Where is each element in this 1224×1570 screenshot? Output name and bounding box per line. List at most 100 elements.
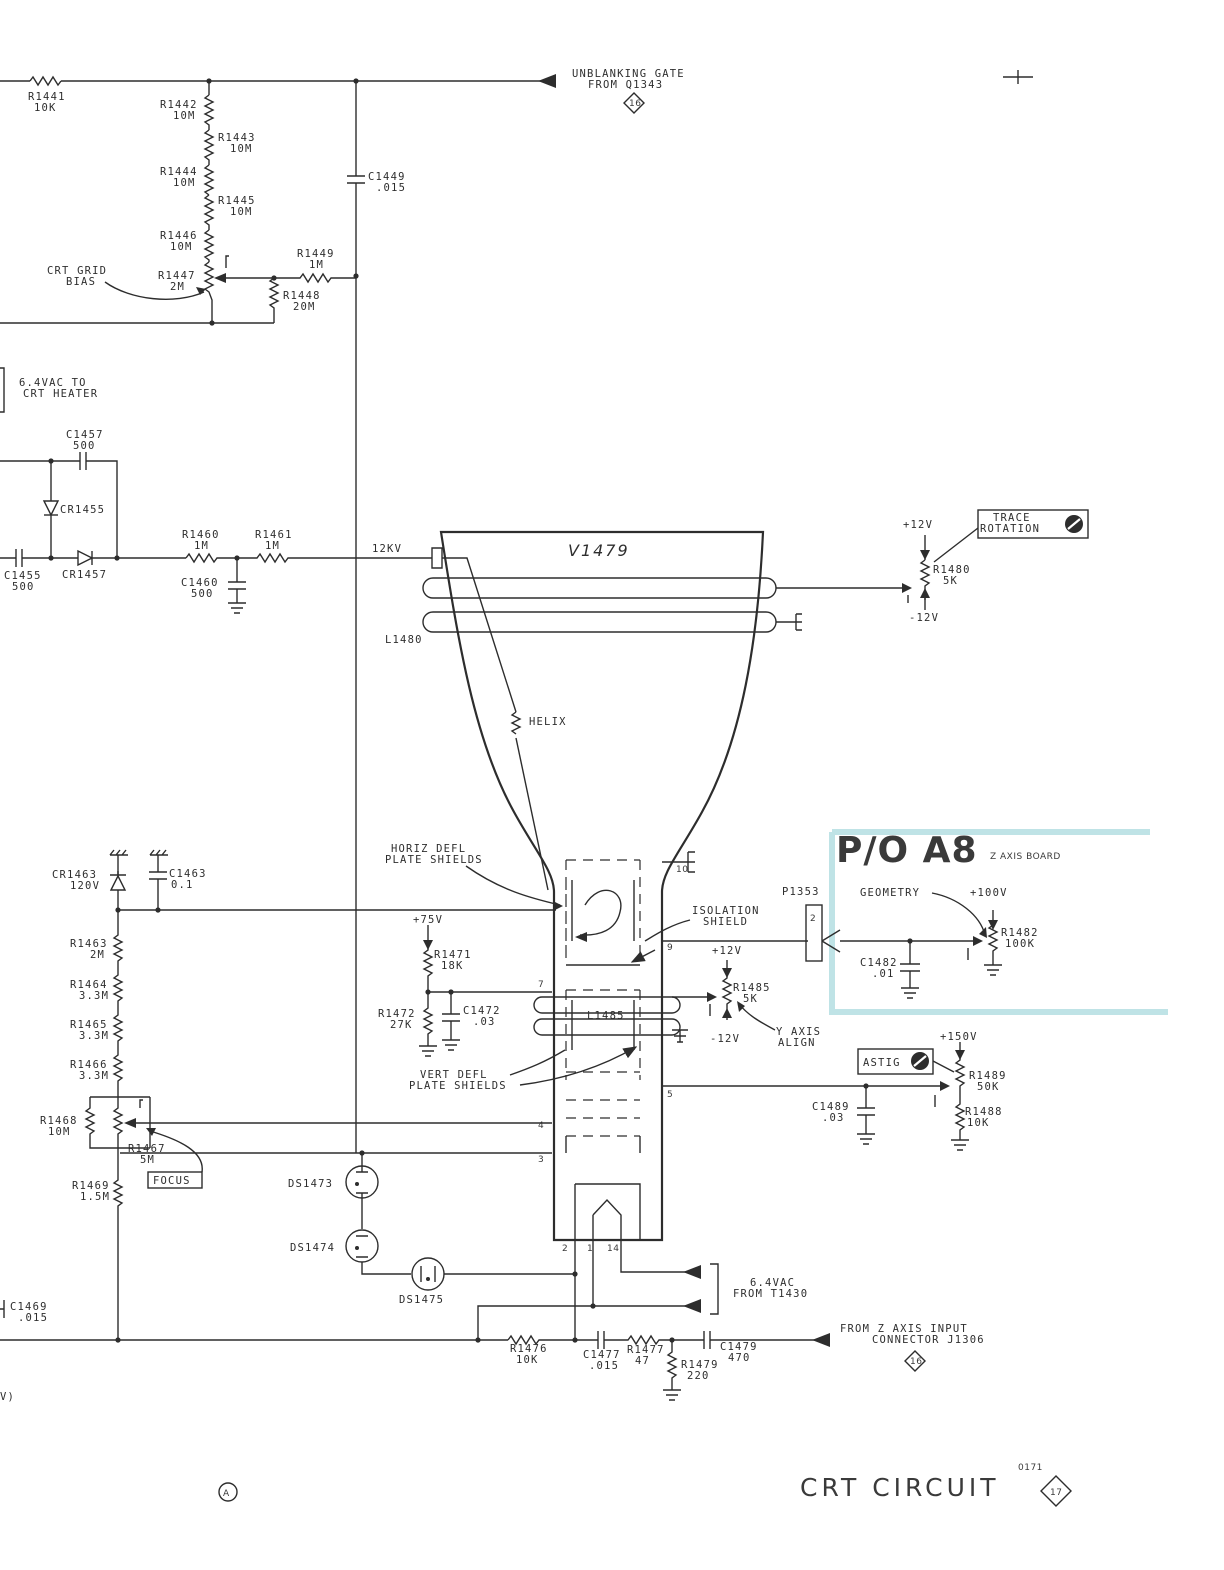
vac-label-1: 6.4VAC [750,1277,795,1289]
date-code: 0171 [1018,1463,1043,1473]
heater-feed [477,1240,719,1340]
isolation-label-2: SHIELD [703,916,748,928]
plus12-a: +12V [903,519,933,531]
isolation-pointer [644,919,691,942]
r1488-val: 10K [967,1117,990,1129]
page-number-diamond: 17 [1040,1475,1072,1507]
c1460-ref: C1460 [181,577,219,589]
c1477-ref: C1477 [583,1349,621,1361]
trace-rotation-1: TRACE [993,512,1031,524]
board-sublabel: Z AXIS BOARD [990,852,1061,862]
focus-label: FOCUS [153,1175,191,1187]
vac-label-2: FROM T1430 [733,1288,808,1300]
r1442-val: 10M [173,110,196,122]
r1463-ref: R1463 [70,938,108,950]
r1482-val: 100K [1005,938,1035,950]
r1444-ref: R1444 [160,166,198,178]
pin-14: 14 [607,1244,619,1254]
horiz-label-2: PLATE SHIELDS [385,854,483,866]
r1489-ref: R1489 [969,1070,1007,1082]
r1469-ref: R1469 [72,1180,110,1192]
r1443-ref: R1443 [218,132,256,144]
r1469-val: 1.5M [80,1191,110,1203]
c1472-ref: C1472 [463,1005,501,1017]
r1464-val: 3.3M [79,990,109,1002]
c1482-val: .01 [872,968,895,980]
trace-rotation-pot [902,509,1089,610]
hv-multiplier [0,452,432,614]
r1449-ref: R1449 [297,248,335,260]
vert-pointer [509,1049,566,1076]
r1447-ref: R1447 [158,270,196,282]
crt-tube-v1479 [422,530,910,1242]
y-align-label-1: Y AXIS [776,1026,821,1038]
kv-label: 12KV [372,543,402,555]
p1353-ref: P1353 [782,886,820,898]
y-align-label-2: ALIGN [778,1037,816,1049]
r1463-val: 2M [90,949,105,961]
c1463-val: 0.1 [171,879,194,891]
pin-10: 10 [676,865,688,875]
r1445-val: 10M [230,206,253,218]
r1485-ref: R1485 [733,982,771,994]
ds1473-ref: DS1473 [288,1178,333,1190]
r1471-val: 18K [441,960,464,972]
svg-text:17: 17 [1050,1488,1062,1498]
crt-grid-bias-label-1: CRT GRID [47,265,107,277]
geometry-label: GEOMETRY [860,887,920,899]
r1472-ref: R1472 [378,1008,416,1020]
r1476-val: 10K [516,1354,539,1366]
r1445-ref: R1445 [218,195,256,207]
r1477-val: 47 [635,1355,650,1367]
r1488-ref: R1488 [965,1106,1003,1118]
horiz-pointer [465,865,561,906]
r1489-val: 50K [977,1081,1000,1093]
r1446-val: 10M [170,241,193,253]
minus12-b: -12V [710,1033,740,1045]
r1467-ref: R1467 [128,1143,166,1155]
cr1457-ref: CR1457 [62,569,107,581]
vert-label-1: VERT DEFL [420,1069,488,1081]
c1469-capacitor [0,1300,5,1318]
r1471-ref: R1471 [434,949,472,961]
cr1463-ref: CR1463 [52,869,97,881]
c1457-val: 500 [73,440,96,452]
pin-7: 7 [538,980,544,990]
c1449-capacitor [347,81,365,1153]
r1460-val: 1M [194,540,209,552]
r1443-val: 10M [230,143,253,155]
r1479-ref: R1479 [681,1359,719,1371]
plus12-b: +12V [712,945,742,957]
c1469-ref: C1469 [10,1301,48,1313]
top-bus [0,74,556,88]
r1461-val: 1M [265,540,280,552]
svg-text:16: 16 [910,1357,922,1367]
pin-9: 9 [667,943,673,953]
unblanking-label-1: UNBLANKING GATE [572,68,685,80]
r1448-ref: R1448 [283,290,321,302]
heater-bracket [0,367,5,413]
l1480-ref: L1480 [385,634,423,646]
z-input-label-1: FROM Z AXIS INPUT [840,1323,968,1335]
c1449-val: .015 [376,182,406,194]
c1489-ref: C1489 [812,1101,850,1113]
unblanking-label-2: FROM Q1343 [588,79,663,91]
ds1474-ref: DS1474 [290,1242,335,1254]
astig-network [662,1042,969,1151]
c1489-val: .03 [822,1112,845,1124]
r1472-val: 27K [390,1019,413,1031]
r1480-val: 5K [943,575,958,587]
grid-bias-chain [0,81,359,326]
p1353-pin: 2 [810,914,816,924]
c1457-ref: C1457 [66,429,104,441]
c1482-ref: C1482 [860,957,898,969]
ds1475-ref: DS1475 [399,1294,444,1306]
unblanking-ref-diamond: 16 [623,92,645,114]
horiz-label-1: HORIZ DEFL [391,843,466,855]
focus-divider [84,849,556,1340]
revision-mark: A [218,1482,238,1502]
pin-4: 4 [538,1121,544,1131]
z-input-label-2: CONNECTOR J1306 [872,1334,985,1346]
